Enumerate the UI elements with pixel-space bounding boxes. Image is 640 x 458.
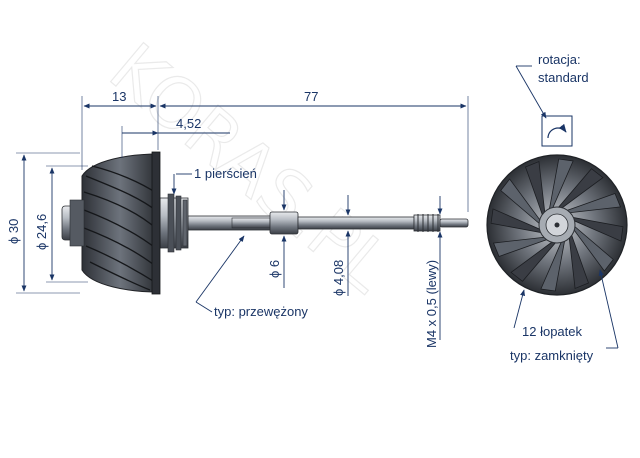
thread xyxy=(417,214,439,232)
dim-hub-offset: 4,52 xyxy=(176,116,201,131)
front-view: rotacja: standard 12 łopatek typ: zamkni… xyxy=(486,52,628,363)
dim-hub-diameter: ϕ 24,6 xyxy=(34,214,49,250)
label-shaft-type: typ: przewężony xyxy=(214,304,308,319)
label-rotation-title: rotacja: xyxy=(538,52,581,67)
dim-wheel-length: 13 xyxy=(112,89,126,104)
shaft xyxy=(187,211,469,235)
dim-thread: M4 x 0,5 (lewy) xyxy=(424,260,439,348)
piston-ring xyxy=(159,193,189,253)
side-view: 13 77 4,52 ϕ 30 ϕ 24,6 ϕ 6 ϕ 4,08 M4 x 0… xyxy=(6,89,469,348)
dim-shaft-diameter-1: ϕ 6 xyxy=(267,260,282,278)
label-rings: 1 pierścień xyxy=(194,166,257,181)
label-wheel-type: typ: zamknięty xyxy=(510,348,594,363)
dim-wheel-diameter: ϕ 30 xyxy=(6,219,21,244)
dim-shaft-length: 77 xyxy=(304,89,318,104)
dim-shaft-diameter-2: ϕ 4,08 xyxy=(331,260,346,296)
turbine-wheel-side xyxy=(61,151,161,295)
label-rotation-value: standard xyxy=(538,70,589,85)
dimension-lines xyxy=(16,96,469,340)
label-blades: 12 łopatek xyxy=(522,324,582,339)
rotation-icon xyxy=(541,115,573,147)
